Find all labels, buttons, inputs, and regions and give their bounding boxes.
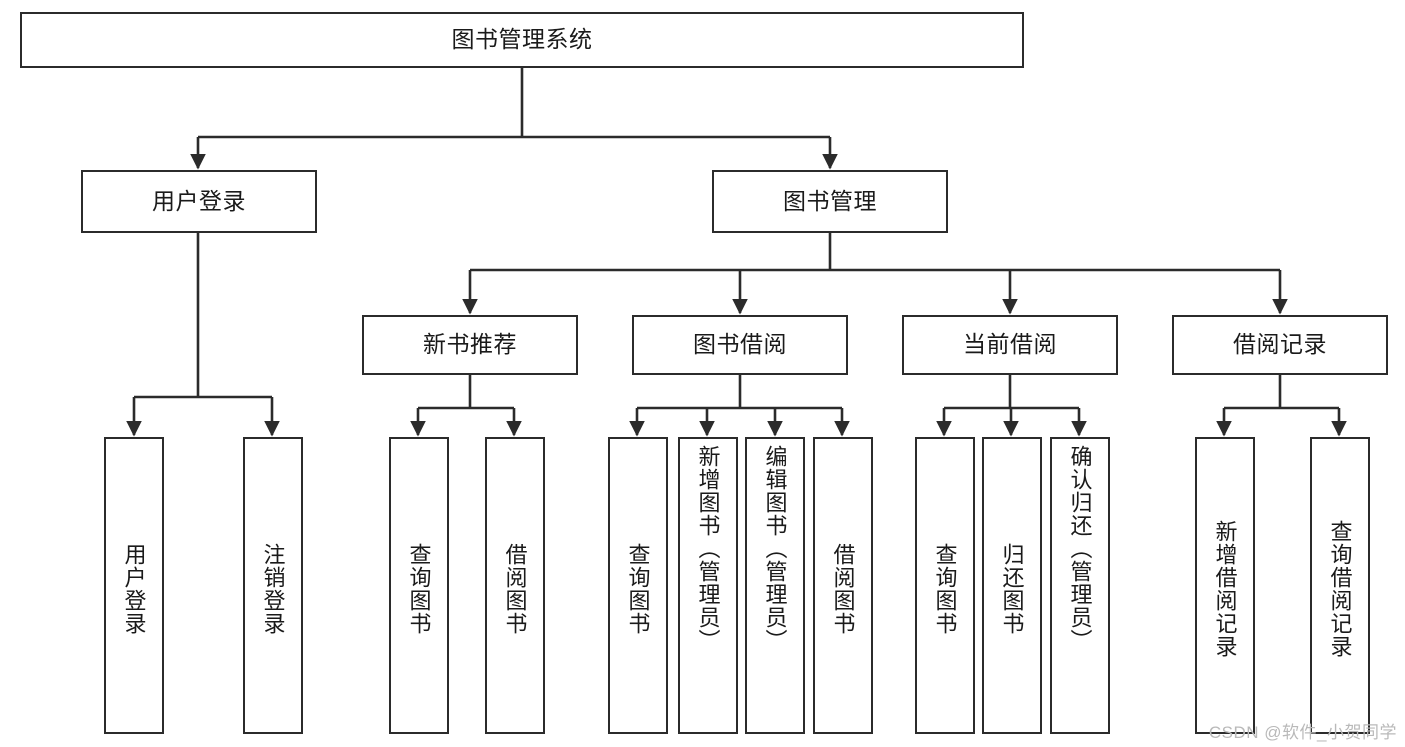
node-leaf-query-book-2[interactable]: 查询图书 [608, 437, 668, 734]
node-book-manage-label: 图书管理 [783, 187, 877, 214]
node-leaf-query-book-2-label: 查询图书 [625, 542, 651, 635]
node-leaf-add-record-label: 新增借阅记录 [1212, 519, 1238, 658]
node-leaf-borrow-book-2[interactable]: 借阅图书 [813, 437, 873, 734]
node-leaf-confirm-return[interactable]: 确认归还（管理员） [1050, 437, 1110, 734]
node-leaf-borrow-book-2-label: 借阅图书 [830, 542, 856, 635]
node-current-borrow-label: 当前借阅 [963, 331, 1057, 358]
node-leaf-add-book-label: 新增图书（管理员） [695, 445, 721, 652]
node-leaf-logout-label: 注销登录 [260, 542, 286, 635]
node-new-book-recommend[interactable]: 新书推荐 [362, 315, 578, 375]
node-borrow-record-label: 借阅记录 [1233, 331, 1327, 358]
node-leaf-return-book[interactable]: 归还图书 [982, 437, 1042, 734]
node-book-manage[interactable]: 图书管理 [712, 170, 948, 233]
node-book-borrow-label: 图书借阅 [693, 331, 787, 358]
node-leaf-logout[interactable]: 注销登录 [243, 437, 303, 734]
node-leaf-borrow-book-1-label: 借阅图书 [502, 542, 528, 635]
node-leaf-return-book-label: 归还图书 [999, 542, 1025, 635]
node-leaf-borrow-book-1[interactable]: 借阅图书 [485, 437, 545, 734]
node-leaf-query-book-3-label: 查询图书 [932, 542, 958, 635]
node-user-login-label: 用户登录 [152, 187, 246, 214]
node-leaf-user-login[interactable]: 用户登录 [104, 437, 164, 734]
node-leaf-query-book-1-label: 查询图书 [406, 542, 432, 635]
node-leaf-user-login-label: 用户登录 [121, 542, 147, 635]
node-root-label: 图书管理系统 [451, 26, 593, 53]
node-borrow-record[interactable]: 借阅记录 [1172, 315, 1388, 375]
node-leaf-add-record[interactable]: 新增借阅记录 [1195, 437, 1255, 734]
node-leaf-confirm-return-label: 确认归还（管理员） [1067, 445, 1093, 652]
csdn-watermark: CSDN @软件_小贺同学 [1208, 723, 1397, 742]
node-book-borrow[interactable]: 图书借阅 [632, 315, 848, 375]
node-leaf-query-book-1[interactable]: 查询图书 [389, 437, 449, 734]
node-current-borrow[interactable]: 当前借阅 [902, 315, 1118, 375]
node-leaf-query-record-label: 查询借阅记录 [1327, 519, 1353, 658]
node-root[interactable]: 图书管理系统 [20, 12, 1024, 68]
node-leaf-add-book[interactable]: 新增图书（管理员） [678, 437, 738, 734]
node-leaf-query-book-3[interactable]: 查询图书 [915, 437, 975, 734]
node-leaf-edit-book-label: 编辑图书（管理员） [762, 445, 788, 652]
node-user-login[interactable]: 用户登录 [81, 170, 317, 233]
node-leaf-query-record[interactable]: 查询借阅记录 [1310, 437, 1370, 734]
node-leaf-edit-book[interactable]: 编辑图书（管理员） [745, 437, 805, 734]
node-new-book-recommend-label: 新书推荐 [423, 331, 517, 358]
